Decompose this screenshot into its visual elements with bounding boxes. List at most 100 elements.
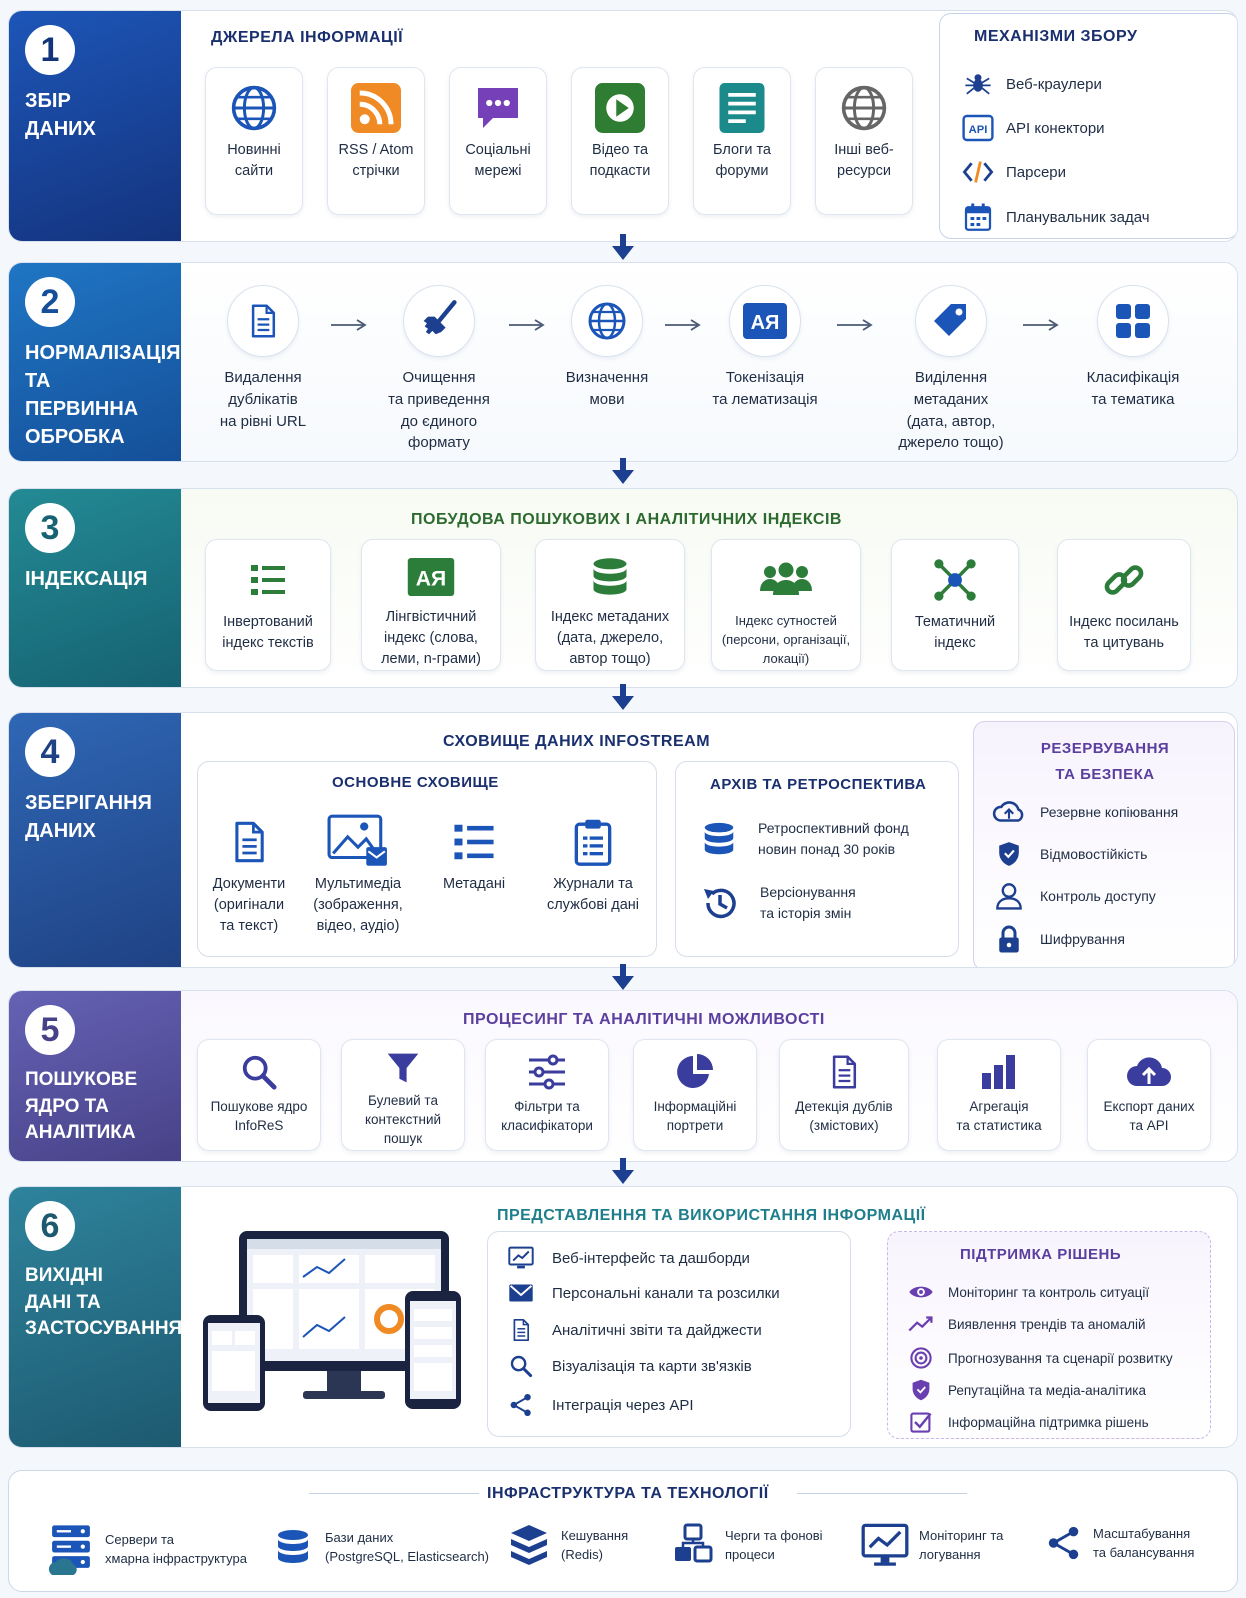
dashboard-icon xyxy=(508,1246,534,1269)
source-card[interactable]: Новинні сайти xyxy=(205,67,303,215)
share-icon xyxy=(508,1392,534,1418)
flow-arrow-down xyxy=(612,458,634,484)
stage-3-sidebar: 3 ІНДЕКСАЦІЯ xyxy=(9,489,181,687)
index-card[interactable]: Інвертований індекс текстів xyxy=(205,539,331,671)
storage-item[interactable]: Мультимедіа (зображення, відео, аудіо) xyxy=(302,802,414,952)
share-icon xyxy=(1045,1523,1083,1563)
infra-item: Сервери та хмарна інфраструктура xyxy=(47,1523,247,1575)
processing-step[interactable]: Очищення та приведення до єдиного формат… xyxy=(349,285,529,454)
shield-icon xyxy=(908,1378,934,1402)
step-label: Класифікація та тематика xyxy=(1086,369,1180,408)
source-card[interactable]: Відео та подкасти xyxy=(571,67,669,215)
cloud-backup-icon xyxy=(992,801,1024,822)
source-card[interactable]: Блоги та форуми xyxy=(693,67,791,215)
support-label: Виявлення трендів та аномалій xyxy=(948,1316,1146,1332)
processing-step[interactable]: Визначення мови xyxy=(517,285,697,411)
section-title: ДЖЕРЕЛА ІНФОРМАЦІЇ xyxy=(211,29,404,46)
stage-1: 1 ЗБІР ДАНИХ ДЖЕРЕЛА ІНФОРМАЦІЇ Новинні … xyxy=(8,10,1238,242)
index-card[interactable]: AЯ Лінгвістичний індекс (слова, леми, n-… xyxy=(361,539,501,671)
usage-label: Веб-інтерфейс та дашборди xyxy=(552,1249,750,1267)
source-label: Соціальні мережі xyxy=(465,142,531,180)
analytics-card[interactable]: Агрегація та статистика xyxy=(937,1039,1061,1151)
processing-step[interactable]: Виділення метаданих (дата, автор, джерел… xyxy=(861,285,1041,454)
main-storage-panel: ОСНОВНЕ СХОВИЩЕ Документи (оригінали та … xyxy=(197,761,657,957)
archive-item: Ретроспективний фонд новин понад 30 рокі… xyxy=(700,818,909,860)
bar-chart-icon xyxy=(982,1055,1015,1089)
list-icon xyxy=(244,560,292,600)
support-label: Репутаційна та медіа-аналітика xyxy=(948,1382,1146,1398)
storage-item[interactable]: Метадані xyxy=(426,802,522,952)
stage-title: ЗБІР ДАНИХ xyxy=(25,90,96,140)
stage-6: 6 ВИХІДНІ ДАНІ ТА ЗАСТОСУВАННЯ ПРЕДСТАВЛ… xyxy=(8,1186,1238,1448)
processing-step[interactable]: AЯ Токенізація та лематизація xyxy=(675,285,855,411)
analytics-label: Булевий та контекстний пошук xyxy=(364,1093,442,1146)
source-card[interactable]: Інші веб- ресурси xyxy=(815,67,913,215)
lock-icon xyxy=(999,925,1019,953)
analytics-card[interactable]: Експорт даних та API xyxy=(1087,1039,1211,1151)
analytics-card[interactable]: Фільтри та класифікатори xyxy=(485,1039,609,1151)
storage-item[interactable]: Журнали та службові дані xyxy=(536,802,650,952)
index-card[interactable]: Індекс сутностей (персони, організації, … xyxy=(711,539,861,671)
flow-arrow-down xyxy=(612,234,634,260)
source-card[interactable]: Соціальні мережі xyxy=(449,67,547,215)
analytics-card[interactable]: Пошукове ядро InfoReS xyxy=(197,1039,321,1151)
index-card[interactable]: Індекс метаданих (дата, джерело, автор т… xyxy=(535,539,685,671)
backup-title: РЕЗЕРВУВАННЯ ТА БЕЗПЕКА xyxy=(1040,740,1170,783)
stage-5: 5 ПОШУКОВЕ ЯДРО ТА АНАЛІТИКА ПРОЦЕСИНГ Т… xyxy=(8,990,1238,1162)
support-item: Прогнозування та сценарії розвитку xyxy=(908,1346,1173,1370)
usage-item[interactable]: Веб-інтерфейс та дашборди xyxy=(508,1246,750,1270)
infra-item: Черги та фонові процеси xyxy=(673,1523,823,1567)
clipboard-icon xyxy=(574,819,612,866)
flow-arrow-down xyxy=(612,684,634,710)
support-item: Моніторинг та контроль ситуації xyxy=(908,1282,1149,1302)
network-icon xyxy=(934,559,976,601)
cloud-upload-icon xyxy=(1127,1057,1171,1086)
index-card[interactable]: Індекс посилань та цитувань xyxy=(1057,539,1191,671)
analytics-label: Пошукове ядро InfoReS xyxy=(210,1099,308,1133)
mechanisms-title: МЕХАНІЗМИ ЗБОРУ xyxy=(974,28,1138,45)
search-icon xyxy=(508,1354,534,1378)
support-label: Інформаційна підтримка рішень xyxy=(948,1414,1149,1430)
section-title: СХОВИЩЕ ДАНИХ INFOSTREAM xyxy=(443,733,711,750)
backup-label: Відмовостійкість xyxy=(1040,846,1148,862)
sliders-icon xyxy=(529,1054,565,1090)
link-icon xyxy=(1104,565,1144,595)
stage-number: 5 xyxy=(25,1005,75,1055)
infra-title: ІНФРАСТРУКТУРА ТА ТЕХНОЛОГІЇ xyxy=(487,1485,769,1502)
devices-illustration xyxy=(203,1231,461,1411)
index-card[interactable]: Тематичний індекс xyxy=(891,539,1019,671)
processing-step[interactable]: Класифікація та тематика xyxy=(1043,285,1223,411)
processing-step[interactable]: Видалення дублікатів на рівні URL xyxy=(173,285,353,432)
stage-number: 4 xyxy=(25,727,75,777)
play-icon xyxy=(595,83,645,133)
usage-item[interactable]: Персональні канали та розсилки xyxy=(508,1282,780,1304)
analytics-card[interactable]: Булевий та контекстний пошук xyxy=(341,1039,465,1151)
database-icon xyxy=(700,819,738,859)
index-label: Індекс посилань та цитувань xyxy=(1069,614,1179,652)
usage-item[interactable]: Аналітичні звіти та дайджести xyxy=(508,1318,762,1342)
queue-icon xyxy=(675,1523,713,1563)
archive-title: АРХІВ ТА РЕТРОСПЕКТИВА xyxy=(710,776,927,793)
step-label: Токенізація та лематизація xyxy=(712,369,818,408)
user-icon xyxy=(996,883,1022,910)
calendar-icon xyxy=(964,203,992,231)
mechanism-item: API API конектори xyxy=(962,114,1105,142)
analytics-card[interactable]: Інформаційні портрети xyxy=(633,1039,757,1151)
stage-2-sidebar: 2 НОРМАЛІЗАЦІЯ ТА ПЕРВИННА ОБРОБКА xyxy=(9,263,181,461)
usage-item[interactable]: Візуалізація та карти зв'язків xyxy=(508,1354,752,1378)
server-icon xyxy=(48,1525,90,1575)
infra-label: Черги та фонові процеси xyxy=(725,1527,823,1563)
backup-label: Шифрування xyxy=(1040,931,1125,947)
analytics-card[interactable]: Детекція дублів (змістових) xyxy=(779,1039,909,1151)
usage-label: Персональні канали та розсилки xyxy=(552,1284,780,1302)
infra-item: Моніторинг та логування xyxy=(861,1523,1003,1567)
usage-item[interactable]: Інтеграція через API xyxy=(508,1392,694,1418)
storage-item[interactable]: Документи (оригінали та текст) xyxy=(204,802,294,952)
support-item: Інформаційна підтримка рішень xyxy=(908,1410,1149,1434)
code-icon xyxy=(962,161,994,183)
mechanism-label: Веб-краулери xyxy=(1006,75,1102,93)
infra-title-line-right xyxy=(797,1493,967,1494)
step-label: Виділення метаданих (дата, автор, джерел… xyxy=(898,369,1004,452)
mechanism-label: Планувальник задач xyxy=(1006,208,1150,226)
source-card[interactable]: RSS / Atom стрічки xyxy=(327,67,425,215)
